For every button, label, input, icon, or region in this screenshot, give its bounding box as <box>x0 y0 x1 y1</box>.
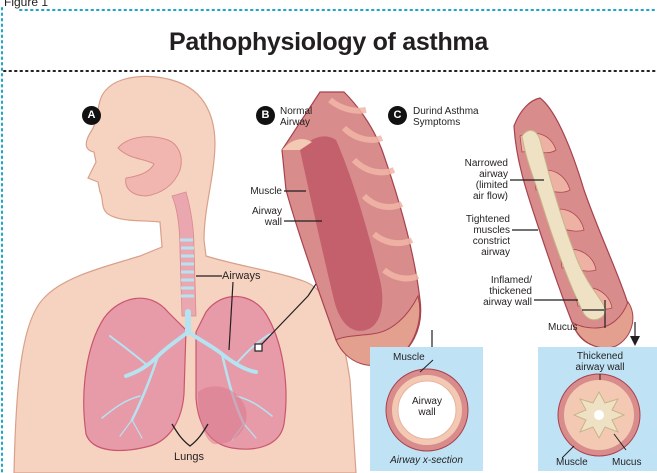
lungs-label: Lungs <box>174 452 204 463</box>
panel-a-badge: A <box>82 106 101 125</box>
xsec-muscle-label: Muscle <box>393 352 425 363</box>
panel-c-badge: C <box>388 106 407 125</box>
xsec-wall-label: Airway wall <box>402 396 452 418</box>
asthma-xsec-ring <box>558 374 640 456</box>
inflamed-wall-label: Inflamed/ thickened airway wall <box>466 275 532 308</box>
narrowed-line1: Narrowed <box>448 158 508 169</box>
tightened-line3: constrict <box>448 236 510 247</box>
inflamed-line1: Inflamed/ <box>466 275 532 286</box>
narrowed-line4: air flow) <box>448 191 508 202</box>
airway-wall-label-line2: wall <box>236 217 282 228</box>
panel-b-heading-line1: Normal <box>280 106 312 117</box>
airway-wall-label-line1: Airway <box>236 206 282 217</box>
tightened-muscles-label: Tightened muscles constrict airway <box>448 214 510 258</box>
xsec-caption: Airway x-section <box>370 455 483 466</box>
panel-b-heading-line2: Airway <box>280 117 312 128</box>
inflamed-line2: thickened <box>466 286 532 297</box>
figure-label: Figure 1 <box>4 0 48 9</box>
panel-b-heading: Normal Airway <box>280 106 312 128</box>
panel-b-badge: B <box>256 106 275 125</box>
figure-title: Pathophysiology of asthma <box>0 28 657 57</box>
xsec-wall-line1: Airway <box>402 396 452 407</box>
muscle-label: Muscle <box>236 186 282 197</box>
tightened-line1: Tightened <box>448 214 510 225</box>
panel-c-heading-line2: Symptoms <box>413 117 479 128</box>
mucus-label: Mucus <box>548 322 577 333</box>
panel-c-heading: Durind Asthma Symptoms <box>413 106 479 128</box>
xsec-bottom-muscle-label: Muscle <box>556 457 588 468</box>
narrowed-line3: (limited <box>448 180 508 191</box>
panel-c-heading-line1: Durind Asthma <box>413 106 479 117</box>
inflamed-line3: airway wall <box>466 297 532 308</box>
thickened-wall-label: Thickened airway wall <box>560 351 640 373</box>
narrowed-line2: airway <box>448 169 508 180</box>
xsec-bottom-mucus-label: Mucus <box>612 457 641 468</box>
thickened-line2: airway wall <box>560 362 640 373</box>
narrowed-airway-label: Narrowed airway (limited air flow) <box>448 158 508 202</box>
asthma-airway-tube <box>514 98 633 348</box>
xsec-wall-line2: wall <box>402 407 452 418</box>
airway-wall-label: Airway wall <box>236 206 282 228</box>
airways-label: Airways <box>222 271 261 282</box>
tightened-line4: airway <box>448 247 510 258</box>
thickened-line1: Thickened <box>560 351 640 362</box>
asthma-xsec-arrowhead <box>630 336 640 346</box>
tightened-line2: muscles <box>448 225 510 236</box>
